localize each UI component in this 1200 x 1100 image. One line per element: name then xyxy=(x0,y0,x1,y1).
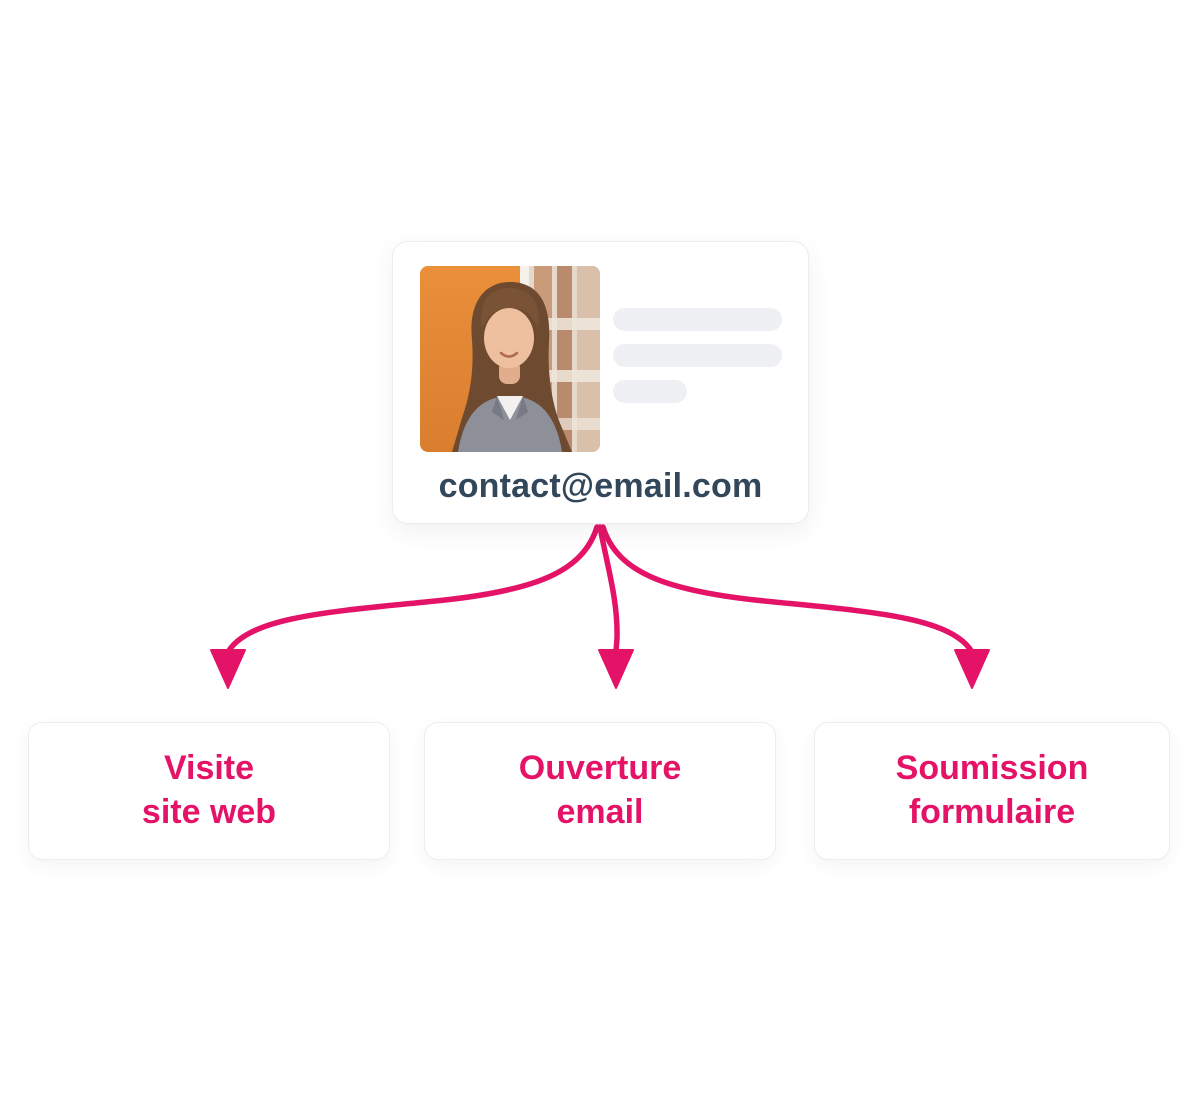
placeholder-lines xyxy=(613,266,782,452)
node-visite-site-web: Visite site web xyxy=(28,722,390,860)
arrow-to-visite-site-web xyxy=(225,524,600,655)
arrow-to-ouverture-email xyxy=(597,524,620,655)
placeholder-line xyxy=(613,308,782,331)
node-label-ouverture-email: Ouverture email xyxy=(518,749,682,831)
contact-photo xyxy=(420,266,600,452)
woman-portrait-illustration xyxy=(420,266,600,452)
node-label-soumission-formulaire: Soumission formulaire xyxy=(895,749,1089,831)
placeholder-line xyxy=(613,380,687,403)
node-label-visite-site-web: Visite site web xyxy=(141,749,277,831)
arrow-to-soumission-formulaire xyxy=(600,524,975,655)
placeholder-line xyxy=(613,344,782,367)
node-soumission-formulaire: Soumission formulaire xyxy=(814,722,1170,860)
arrowhead-visite-site-web xyxy=(210,649,246,689)
contact-card: contact@email.com xyxy=(392,241,809,524)
contact-card-top xyxy=(393,242,808,452)
node-ouverture-email: Ouverture email xyxy=(424,722,776,860)
contact-email: contact@email.com xyxy=(438,467,763,505)
arrowhead-ouverture-email xyxy=(598,649,634,689)
arrowhead-soumission-formulaire xyxy=(954,649,990,689)
